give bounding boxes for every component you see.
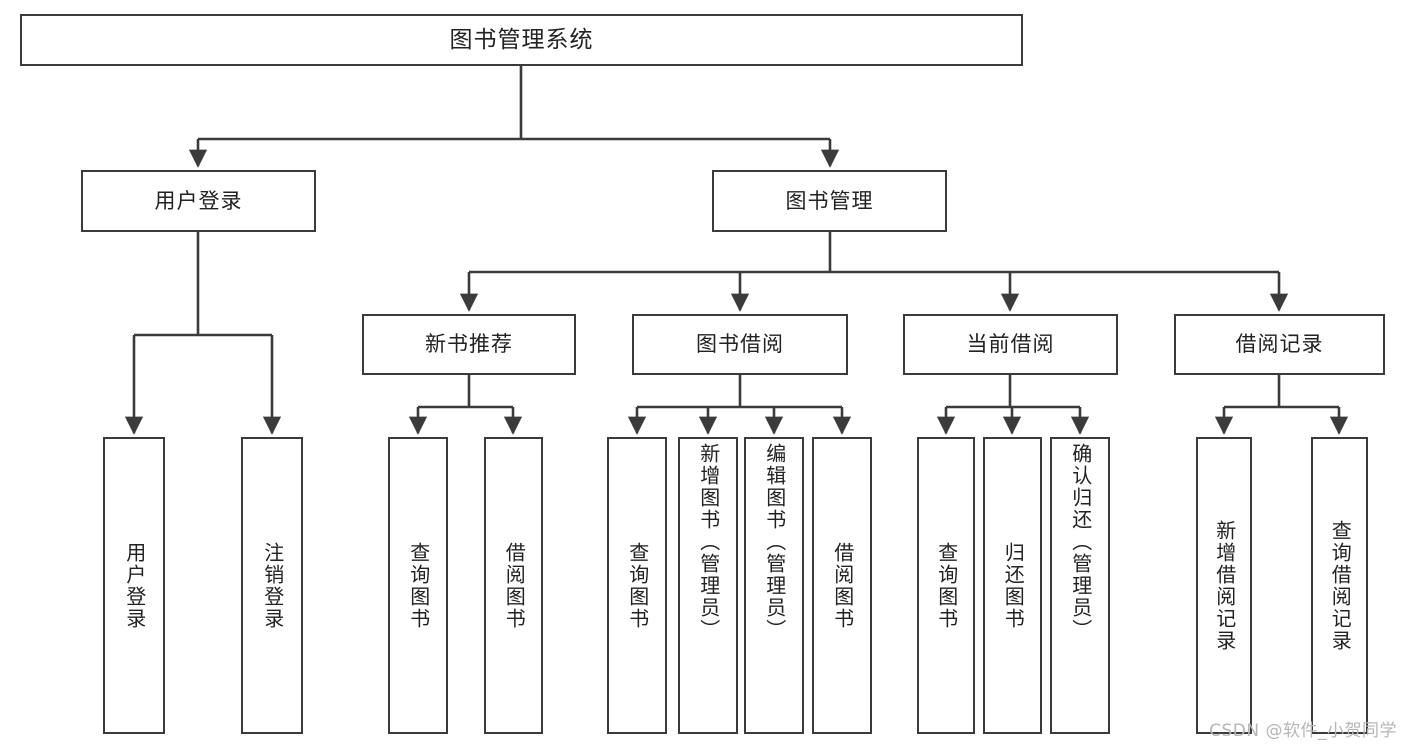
leaf-confirm-return-admin-label: 确认归还（管理员） [1068, 443, 1093, 641]
leaf-user-login-label: 用户登录 [122, 541, 147, 630]
leaf-query-book-borrow[interactable]: 查询图书 [607, 437, 667, 734]
node-book-management[interactable]: 图书管理 [712, 170, 947, 232]
leaf-borrow-book-recommend-label: 借阅图书 [502, 541, 527, 630]
leaf-user-login[interactable]: 用户登录 [103, 437, 165, 734]
node-user-login[interactable]: 用户登录 [81, 170, 316, 232]
node-borrow-records[interactable]: 借阅记录 [1174, 314, 1385, 375]
leaf-return-book[interactable]: 归还图书 [983, 437, 1042, 734]
leaf-query-borrow-record-label: 查询借阅记录 [1328, 519, 1353, 652]
leaf-query-book-current[interactable]: 查询图书 [917, 437, 975, 734]
leaf-add-book-admin-label: 新增图书（管理员） [696, 443, 721, 641]
node-borrow-records-label: 借阅记录 [1235, 332, 1324, 357]
leaf-return-book-label: 归还图书 [1001, 541, 1026, 630]
leaf-borrow-book-label: 借阅图书 [830, 541, 855, 630]
watermark: CSDN @软件_小贺同学 [1209, 721, 1397, 741]
leaf-edit-book-admin[interactable]: 编辑图书（管理员） [744, 437, 804, 734]
node-new-book-recommend-label: 新书推荐 [425, 332, 513, 357]
node-root-label: 图书管理系统 [449, 26, 594, 53]
leaf-query-book-recommend[interactable]: 查询图书 [388, 437, 448, 734]
node-book-management-label: 图书管理 [785, 188, 874, 213]
node-book-borrow-label: 图书借阅 [696, 332, 784, 357]
leaf-borrow-book-recommend[interactable]: 借阅图书 [484, 437, 543, 734]
leaf-query-borrow-record[interactable]: 查询借阅记录 [1311, 437, 1368, 734]
leaf-logout[interactable]: 注销登录 [241, 437, 303, 734]
leaf-query-book-recommend-label: 查询图书 [406, 541, 431, 630]
node-book-borrow[interactable]: 图书借阅 [632, 314, 848, 375]
leaf-add-borrow-record[interactable]: 新增借阅记录 [1196, 437, 1252, 734]
leaf-edit-book-admin-label: 编辑图书（管理员） [762, 443, 787, 641]
node-user-login-label: 用户登录 [154, 188, 243, 213]
leaf-borrow-book[interactable]: 借阅图书 [812, 437, 872, 734]
leaf-query-book-borrow-label: 查询图书 [625, 541, 650, 630]
leaf-confirm-return-admin[interactable]: 确认归还（管理员） [1050, 437, 1110, 734]
node-new-book-recommend[interactable]: 新书推荐 [362, 314, 576, 375]
leaf-add-borrow-record-label: 新增借阅记录 [1212, 519, 1237, 652]
leaf-query-book-current-label: 查询图书 [934, 541, 959, 630]
leaf-logout-label: 注销登录 [260, 541, 285, 630]
node-current-borrow[interactable]: 当前借阅 [903, 314, 1118, 375]
node-root[interactable]: 图书管理系统 [20, 14, 1023, 66]
leaf-add-book-admin[interactable]: 新增图书（管理员） [678, 437, 738, 734]
node-current-borrow-label: 当前借阅 [966, 332, 1055, 357]
